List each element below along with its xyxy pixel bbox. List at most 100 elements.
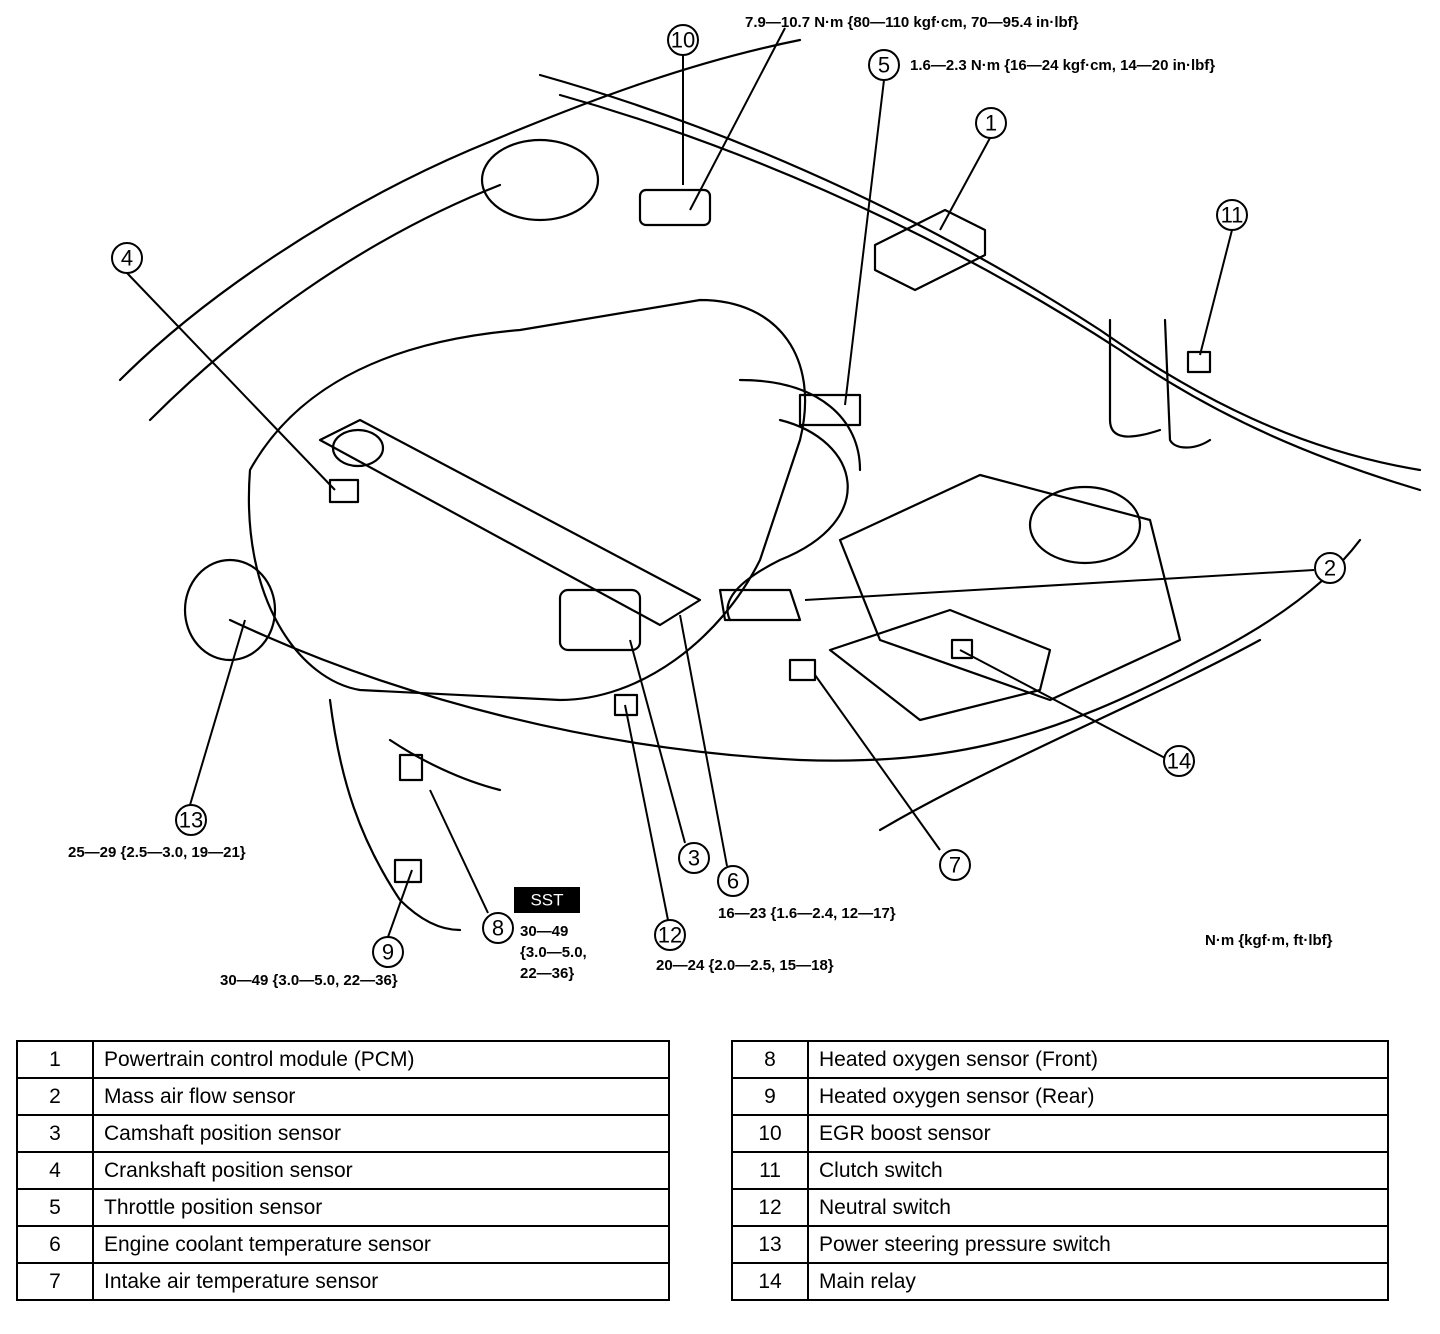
legend-name: Neutral switch [807, 1188, 1389, 1227]
legend-name: Clutch switch [807, 1151, 1389, 1190]
fender-line-upper [118, 38, 802, 382]
legend-num: 10 [731, 1114, 809, 1153]
svg-text:6: 6 [727, 869, 739, 894]
callout-7: 7 [939, 849, 971, 881]
torque-13: 25—29 {2.5—3.0, 19—21} [68, 844, 246, 861]
leader-14 [959, 649, 1166, 759]
engine-bay-outline [118, 38, 1422, 932]
main-relay-body [950, 638, 974, 660]
legend-name: Throttle position sensor [92, 1188, 670, 1227]
camshaft-sensor-body [558, 588, 642, 652]
callout-3: 3 [678, 842, 710, 874]
leader-lines [126, 27, 1315, 938]
legend-name: Power steering pressure switch [807, 1225, 1389, 1264]
torque-5: 1.6—2.3 N·m {16—24 kgf·cm, 14—20 in·lbf} [910, 57, 1215, 74]
svg-text:9: 9 [382, 940, 394, 965]
sst-label: SST [530, 891, 563, 910]
engine-bay-diagram: 10 5 1 11 4 2 14 13 3 7 6 8 12 9 7.9—10.… [68, 14, 1422, 989]
legend-num: 14 [731, 1262, 809, 1301]
leader-2 [804, 569, 1315, 601]
legend-num: 4 [16, 1151, 94, 1190]
leader-4 [126, 272, 336, 491]
neutral-switch-body [613, 693, 639, 717]
ho2s-front-body [398, 753, 424, 782]
frame-rail [878, 638, 1262, 832]
callout-8: 8 [482, 912, 514, 944]
valve-cover [318, 418, 702, 627]
legend-num: 8 [731, 1040, 809, 1079]
legend-name: Powertrain control module (PCM) [92, 1040, 670, 1079]
engine-block [247, 298, 807, 702]
svg-text:10: 10 [671, 28, 695, 53]
svg-text:11: 11 [1221, 203, 1244, 228]
leader-6 [679, 614, 728, 867]
clutch-pedal-bracket-2 [1163, 318, 1212, 449]
callouts: 10 5 1 11 4 2 14 13 3 7 6 8 12 9 [111, 24, 1346, 968]
torque-8-line1: 30—49 [520, 923, 568, 940]
torque-8-line3: 22—36} [520, 965, 574, 982]
legend-num: 6 [16, 1225, 94, 1264]
leader-13 [189, 619, 246, 806]
svg-text:3: 3 [688, 846, 700, 871]
iat-sensor-body [788, 658, 817, 682]
leader-12 [624, 704, 669, 921]
callout-10: 10 [667, 24, 699, 56]
relay-box [828, 608, 1052, 722]
leader-3 [629, 639, 686, 844]
legend-num: 7 [16, 1262, 94, 1301]
svg-text:5: 5 [878, 53, 890, 78]
legend-name: Engine coolant temperature sensor [92, 1225, 670, 1264]
legend-name: Heated oxygen sensor (Front) [807, 1040, 1389, 1079]
strut-tower-left [480, 138, 600, 222]
clutch-pedal-bracket [1108, 318, 1162, 438]
callout-9: 9 [372, 936, 404, 968]
legend-num: 12 [731, 1188, 809, 1227]
legend-name: Heated oxygen sensor (Rear) [807, 1077, 1389, 1116]
svg-text:12: 12 [658, 923, 682, 948]
clutch-switch-body [1186, 350, 1212, 374]
air-cleaner-box [838, 473, 1182, 702]
legend-name: Crankshaft position sensor [92, 1151, 670, 1190]
strut-tower-right [1028, 485, 1142, 565]
lower-frame [228, 538, 1362, 762]
fender-line-lower [148, 183, 502, 422]
ho2s-rear-body [393, 858, 423, 884]
legend-name: Main relay [807, 1262, 1389, 1301]
legend-num: 1 [16, 1040, 94, 1079]
pcm-box [873, 208, 987, 292]
legend-num: 11 [731, 1151, 809, 1190]
engine-illustration: 10 5 1 11 4 2 14 13 3 7 6 8 12 9 7.9—10.… [68, 14, 1422, 989]
legend-name: EGR boost sensor [807, 1114, 1389, 1153]
callout-6: 6 [717, 865, 749, 897]
intake-duct-upper [738, 378, 862, 472]
leader-8 [429, 789, 489, 914]
callout-13: 13 [175, 804, 207, 836]
leader-11 [1199, 229, 1233, 356]
intake-duct [726, 418, 849, 622]
svg-text:7: 7 [949, 853, 961, 878]
leader-9 [387, 869, 413, 938]
svg-text:2: 2 [1324, 556, 1336, 581]
callout-12: 12 [654, 919, 686, 951]
svg-text:14: 14 [1167, 749, 1191, 774]
svg-text:1: 1 [985, 111, 997, 136]
torque-12: 20—24 {2.0—2.5, 15—18} [656, 957, 834, 974]
leader-1 [939, 137, 991, 231]
crankshaft-sensor-body [328, 478, 360, 504]
torque-8-line2: {3.0—5.0, [520, 944, 587, 961]
legend-num: 13 [731, 1225, 809, 1264]
